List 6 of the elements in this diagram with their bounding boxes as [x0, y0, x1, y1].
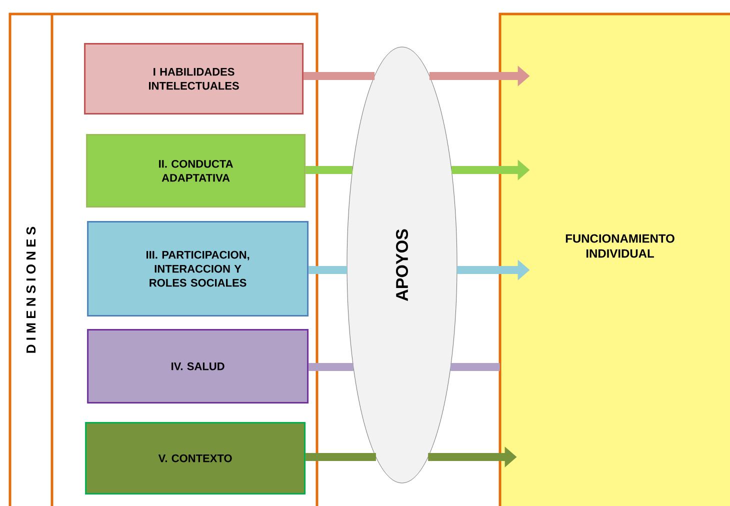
dimension-box: IV. SALUD [87, 329, 309, 404]
dimension-box: II. CONDUCTA ADAPTATIVA [86, 134, 306, 208]
dimension-box: III. PARTICIPACION, INTERACCION Y ROLES SOCIALES [87, 221, 309, 317]
output-panel: FUNCIONAMIENTO INDIVIDUAL [498, 12, 730, 506]
dimension-box: V. CONTEXTO [85, 422, 306, 495]
dimension-box: I HABILIDADES INTELECTUALES [84, 43, 304, 115]
